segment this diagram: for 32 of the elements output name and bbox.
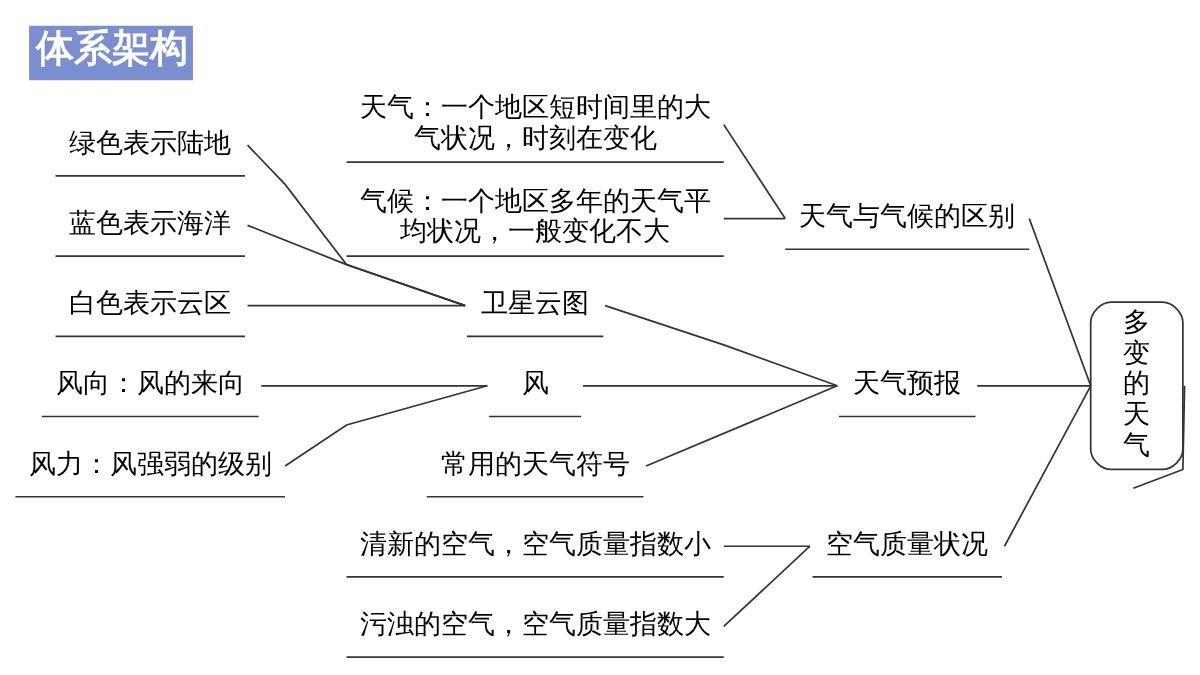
node-text: 天气与气候的区别 — [799, 199, 1016, 231]
connector — [722, 544, 811, 547]
connector — [604, 304, 839, 387]
connector — [246, 224, 466, 306]
node-box: 多变的天气 — [1089, 300, 1184, 470]
connector — [722, 123, 787, 219]
node-text: 清新的空气，空气质量指数小 — [359, 527, 711, 559]
connector — [722, 217, 787, 219]
connector — [976, 384, 1092, 387]
node-text: 气候：一个地区多年的天气平均状况，一般变化不大 — [359, 184, 711, 246]
node-text: 污浊的空气，空气质量指数大 — [359, 607, 711, 639]
node-text: 风力：风强弱的级别 — [28, 447, 272, 478]
node-text: 天气预报 — [853, 366, 962, 398]
node-text: 卫星云图 — [481, 286, 590, 318]
node-text: 白色表示云区 — [69, 286, 232, 318]
connector — [645, 384, 839, 467]
node-text: 天气：一个地区短时间里的大气状况，时刻在变化 — [359, 90, 711, 152]
connector — [246, 304, 466, 306]
node-text: 风 — [521, 366, 549, 398]
diagram-title: 体系架构 — [35, 26, 188, 69]
node-text: 常用的天气符号 — [440, 447, 630, 478]
connector — [1028, 217, 1092, 387]
node-text: 空气质量状况 — [826, 527, 989, 559]
node-text: 蓝色表示海洋 — [69, 206, 232, 238]
connector — [722, 544, 811, 627]
connector — [582, 384, 839, 387]
node-text: 风向：风的来向 — [55, 366, 245, 398]
connector — [284, 384, 489, 467]
connector — [246, 143, 466, 306]
connector — [1003, 384, 1092, 547]
node-text: 绿色表示陆地 — [69, 126, 232, 158]
connector — [1132, 384, 1186, 489]
